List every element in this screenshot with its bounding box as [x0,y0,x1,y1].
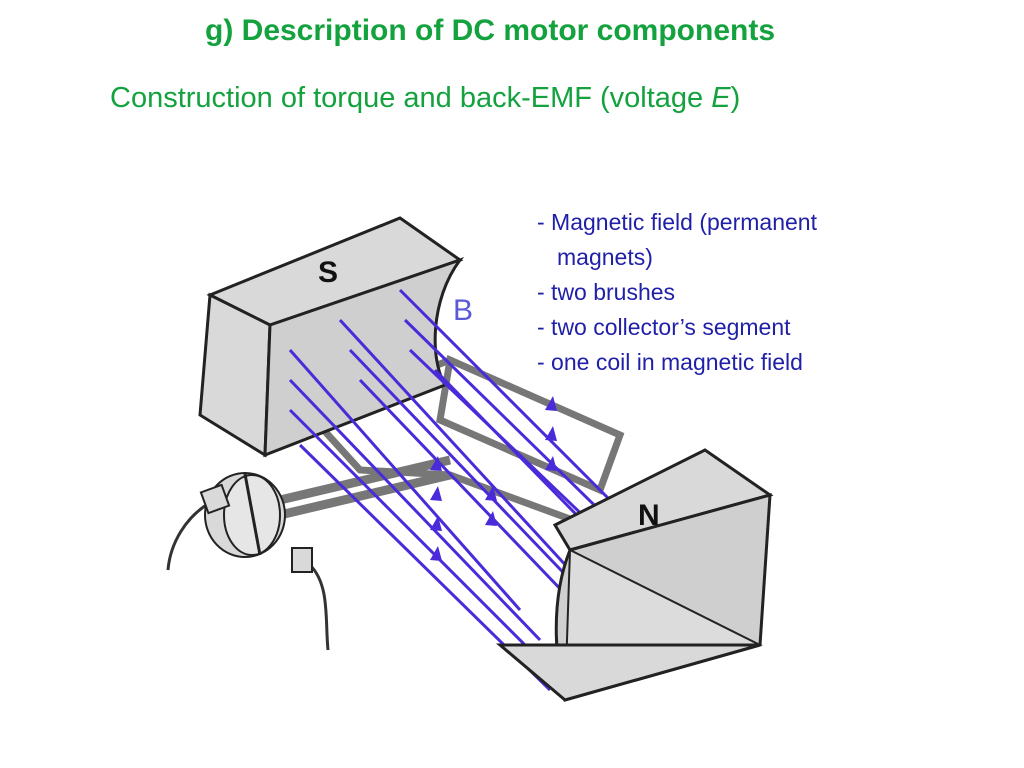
magnetic-field-lines [288,288,652,692]
component-item-coil: - one coil in magnetic field [537,349,803,375]
field-arrow [485,486,497,501]
commutator [204,472,286,558]
field-arrow [430,546,442,561]
component-item-magnets: magnets) [557,244,653,270]
field-line [403,318,632,542]
subtitle-text: Construction of torque and back-EMF (vol… [110,82,712,114]
brush-wire-right [308,563,330,651]
brush-bottom [291,547,313,573]
field-label: B [453,294,473,327]
field-line [338,318,572,572]
south-pole-label: S [318,256,338,289]
field-arrow [545,456,557,471]
field-arrowheads [430,396,557,561]
field-line [348,348,582,592]
north-pole-magnet: N [495,448,774,702]
subtitle-variable: E [711,82,731,114]
field-line [398,288,622,512]
component-item-magnetic-field: - Magnetic field (permanent [537,209,817,235]
brush-top [199,483,231,515]
subtitle-suffix: ) [730,82,741,114]
component-list: - Magnetic field (permanent magnets) - t… [537,205,957,380]
coil-lead-upper [278,455,452,505]
field-arrow [430,456,442,471]
field-arrow [485,511,497,526]
field-arrow [545,396,557,411]
field-arrow [430,516,442,531]
slide-subtitle: Construction of torque and back-EMF (vol… [110,82,740,115]
field-arrow [545,426,557,441]
field-line [358,378,592,622]
north-pole-label: N [638,499,660,532]
component-item-collector: - two collector’s segment [537,314,791,340]
field-line [288,349,522,611]
field-arrow [430,486,442,501]
coil-lead-lower [278,470,452,520]
component-item-brushes: - two brushes [537,279,676,305]
field-line [288,408,552,672]
dc-motor-diagram: S B N [166,216,774,702]
slide-title: g) Description of DC motor components [205,14,775,47]
field-line [288,378,542,642]
